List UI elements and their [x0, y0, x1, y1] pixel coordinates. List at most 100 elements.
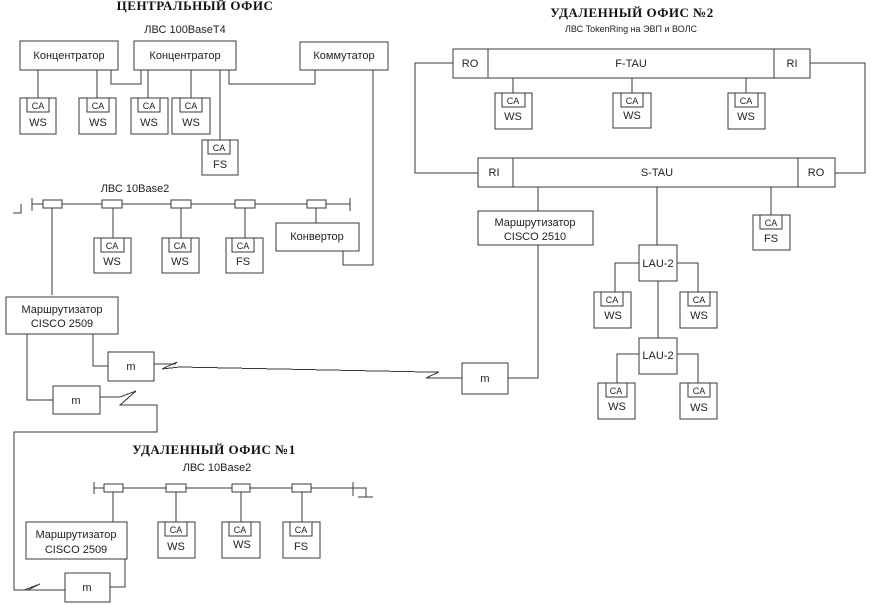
node-ca-label: CA	[740, 96, 753, 106]
remote-office-2-lau-label: LAU-2	[642, 258, 673, 270]
s-tau[interactable]: RI S-TAU RO	[477, 157, 836, 188]
modem[interactable]: m	[64, 572, 111, 603]
central-office-hub2-label: Концентратор	[149, 50, 220, 62]
hub-1[interactable]: Концентратор	[19, 40, 119, 71]
modem[interactable]: m	[107, 351, 155, 382]
f-tau[interactable]: RO F-TAU RI	[452, 48, 811, 79]
central-lan-thin-label: ЛВС 10Base2	[101, 183, 170, 195]
node-ca-label: CA	[693, 295, 706, 305]
remote-office-2-lan-label: ЛВС TokenRing на ЭВП и ВОЛС	[565, 24, 698, 34]
node-ca-label: CA	[693, 386, 706, 396]
ring-out-port: RO	[462, 58, 479, 70]
modem[interactable]: m	[52, 385, 101, 415]
node-ca-label: CA	[143, 101, 156, 111]
remote-office-2-lau-label: LAU-2	[642, 350, 673, 362]
node-ws-label: WS	[171, 256, 189, 268]
office2-router[interactable]: Маршрутизатор CISCO 2510	[477, 210, 594, 246]
remote-office-1-router-line1-label: Маршрутизатор	[35, 529, 116, 541]
node-ws-label: WS	[89, 117, 107, 129]
central-office-router-line2-label: CISCO 2509	[31, 318, 93, 330]
modem[interactable]: m	[461, 362, 509, 395]
workstation[interactable]: CA WS	[157, 521, 196, 559]
node-ws-label: WS	[690, 402, 708, 414]
ring-in-port: RI	[489, 167, 500, 179]
office1-router[interactable]: Маршрутизатор CISCO 2509	[25, 521, 128, 560]
node-ca-label: CA	[185, 101, 198, 111]
central-office-title: ЦЕНТРАЛЬНЫЙ ОФИС	[117, 0, 274, 13]
node-ws-label: WS	[103, 256, 121, 268]
converter[interactable]: Конвертор	[275, 222, 360, 252]
file-server[interactable]: CA FS	[201, 139, 239, 176]
node-ca-label: CA	[606, 295, 619, 305]
node-ca-label: CA	[213, 143, 226, 153]
lau-2[interactable]: LAU-2	[638, 244, 678, 282]
node-ws-label: WS	[504, 111, 522, 123]
switch[interactable]: Коммутатор	[299, 41, 389, 71]
remote-office-2-router-line1-label: Маршрутизатор	[494, 217, 575, 229]
node-ca-label: CA	[295, 525, 308, 535]
node-fs-label: FS	[294, 541, 308, 553]
central-office-hub1-label: Концентратор	[33, 50, 104, 62]
remote-office-2-router-line2-label: CISCO 2510	[504, 231, 566, 243]
remote-office-2-title: УДАЛЕННЫЙ ОФИС №2	[550, 5, 714, 20]
workstation[interactable]: CA WS	[494, 92, 533, 130]
s-tau-label: S-TAU	[641, 167, 673, 179]
central-router[interactable]: Маршрутизатор CISCO 2509	[5, 296, 119, 335]
workstation[interactable]: CA WS	[679, 382, 718, 420]
remote-office-1-modem-label: m	[82, 582, 91, 594]
node-ws-label: WS	[690, 310, 708, 322]
node-ca-label: CA	[237, 241, 250, 251]
node-fs-label: FS	[764, 233, 778, 245]
node-ca-label: CA	[610, 386, 623, 396]
node-ws-label: WS	[608, 401, 626, 413]
node-ca-label: CA	[32, 101, 45, 111]
node-ws-label: WS	[29, 117, 47, 129]
workstation[interactable]: CA WS	[19, 97, 57, 135]
f-tau-label: F-TAU	[615, 58, 647, 70]
remote-office-1-router-line2-label: CISCO 2509	[45, 544, 107, 556]
ring-in-port: RI	[787, 58, 798, 70]
file-server[interactable]: CA FS	[752, 214, 791, 251]
central-wiring	[37, 70, 374, 266]
workstation[interactable]: CA WS	[597, 382, 636, 420]
node-ws-label: WS	[604, 310, 622, 322]
workstation[interactable]: CA WS	[171, 97, 211, 135]
office1-bus	[14, 482, 373, 591]
workstation[interactable]: CA WS	[679, 291, 718, 329]
node-ca-label: CA	[174, 241, 187, 251]
hub-2[interactable]: Концентратор	[133, 40, 237, 71]
node-fs-label: FS	[213, 159, 227, 171]
central-router-wiring	[13, 334, 428, 590]
node-fs-label: FS	[236, 256, 250, 268]
thin-coax-bus	[13, 198, 351, 295]
workstation[interactable]: CA WS	[727, 92, 766, 130]
node-ws-label: WS	[167, 541, 185, 553]
node-ca-label: CA	[507, 96, 520, 106]
node-ws-label: WS	[182, 117, 200, 129]
node-ca-label: CA	[765, 218, 778, 228]
node-ca-label: CA	[106, 241, 119, 251]
remote-office-2-modem-label: m	[480, 373, 489, 385]
central-office-modem2-label: m	[71, 395, 80, 407]
lau-2[interactable]: LAU-2	[638, 337, 678, 375]
node-ca-label: CA	[170, 525, 183, 535]
central-lan-fast-label: ЛВС 100BaseT4	[144, 24, 225, 36]
file-server[interactable]: CA FS	[282, 521, 321, 559]
workstation[interactable]: CA WS	[161, 237, 200, 274]
workstation[interactable]: CA WS	[593, 291, 632, 329]
wan-link	[425, 245, 539, 379]
central-office-modem1-label: m	[126, 361, 135, 373]
node-ca-label: CA	[92, 101, 105, 111]
node-ws-label: WS	[233, 539, 251, 551]
workstation[interactable]: CA WS	[93, 237, 132, 274]
node-ws-label: WS	[737, 111, 755, 123]
node-ws-label: WS	[623, 110, 641, 122]
central-office-converter-label: Конвертор	[290, 231, 343, 243]
ring-out-port: RO	[808, 167, 825, 179]
workstation[interactable]: CA WS	[78, 97, 117, 135]
file-server[interactable]: CA FS	[225, 237, 264, 274]
